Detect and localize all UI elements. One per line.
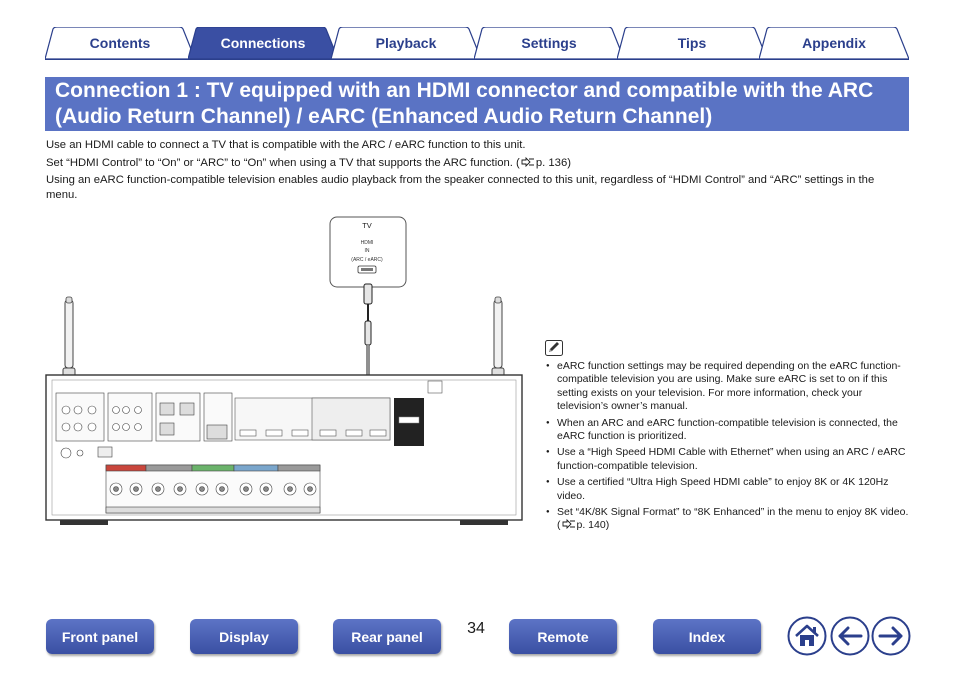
page-number: 34 [467,620,485,637]
tab-bar-underline [45,58,909,60]
page-reference-icon [562,519,575,530]
tab-playback[interactable]: Playback [331,27,481,59]
intro-paragraph-3: Using an eARC function-compatible televi… [46,174,875,201]
page-title: Connection 1 : TV equipped with an HDMI … [45,77,909,131]
note-item-text: Set “4K/8K Signal Format” to “8K Enhance… [557,506,909,532]
note-item: Set “4K/8K Signal Format” to “8K Enhance… [545,506,910,533]
index-button[interactable]: Index [653,619,761,654]
note-item: Use a “High Speed HDMI Cable with Ethern… [545,446,910,473]
note-item: Use a certified “Ultra High Speed HDMI c… [545,476,910,503]
tab-playback-label: Playback [375,35,437,51]
remote-button[interactable]: Remote [509,619,617,654]
connection-diagram: TV HDMI IN (ARC / eARC) [45,216,523,525]
note-item: eARC function settings may be required d… [545,360,910,414]
arrow-left-icon[interactable] [830,616,870,656]
intro-paragraph-2-text: Set “HDMI Control” to “On” or “ARC” to “… [46,156,520,169]
hdmi-inputs [234,397,391,441]
intro-paragraph-1: Use an HDMI cable to connect a TV that i… [46,139,526,151]
intro-paragraph-2: Set “HDMI Control” to “On” or “ARC” to “… [46,156,906,171]
speaker-terminals [105,464,321,514]
page-title-line2: (Audio Return Channel) / eARC (Enhanced … [55,105,713,128]
note-item: When an ARC and eARC function-compatible… [545,417,910,444]
notes-list: eARC function settings may be required d… [545,360,910,536]
tab-appendix-label: Appendix [802,35,866,51]
tab-contents[interactable]: Contents [45,27,195,59]
note-pencil-icon [545,340,563,356]
tab-connections[interactable]: Connections [188,27,338,59]
page-title-line1: Connection 1 : TV equipped with an HDMI … [55,79,874,102]
arrow-right-icon[interactable] [871,616,911,656]
tab-tips-label: Tips [677,35,707,51]
tab-contents-label: Contents [89,35,151,51]
antenna-left [64,299,74,369]
tv-port-in: IN [365,248,370,254]
tv-port-hdmi: HDMI [361,240,374,246]
intro-text: Use an HDMI cable to connect a TV that i… [46,138,906,205]
hdmi-plug-top-icon [363,283,373,305]
note-page-reference[interactable]: p. 140) [576,519,610,532]
tab-tips[interactable]: Tips [617,27,767,59]
tv-port-arc: (ARC / eARC) [351,257,383,263]
tab-settings-label: Settings [521,35,577,51]
tab-settings[interactable]: Settings [474,27,624,59]
rear-panel-button[interactable]: Rear panel [333,619,441,654]
audio-inputs [55,392,233,459]
tv-label: TV [362,221,372,230]
ac-inlet-icon [427,380,443,394]
antenna-right [493,299,503,369]
tab-bar: Contents Connections Playback Settings T… [45,27,909,59]
display-button[interactable]: Display [190,619,298,654]
intro-page-reference[interactable]: p. 136) [535,156,571,169]
receiver-foot-left [60,520,108,525]
tab-appendix[interactable]: Appendix [759,27,909,59]
home-icon[interactable] [787,616,827,656]
page-reference-icon [521,156,534,167]
receiver-foot-right [460,520,508,525]
tab-connections-label: Connections [220,35,306,51]
front-panel-button[interactable]: Front panel [46,619,154,654]
